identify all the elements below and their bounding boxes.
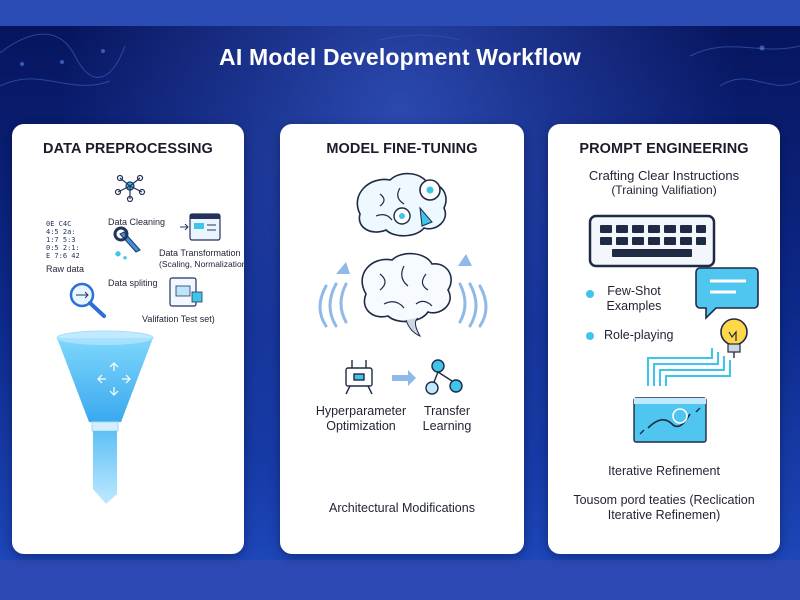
flow-lines — [647, 348, 731, 386]
data-preprocessing-card: DATA PREPROCESSING — [12, 124, 244, 554]
transform-window-icon — [180, 213, 221, 241]
subtitle-label: Crafting Clear Instructions — [588, 168, 740, 183]
data-transformation-label: Data Transformation — [159, 248, 241, 258]
keyboard-icon — [588, 214, 716, 268]
role-playing-label: Role-playing — [604, 328, 674, 342]
scaling-label: (Scaling, Normalization) — [159, 259, 244, 269]
wrench-icon — [113, 226, 141, 260]
funnel-icon — [56, 330, 154, 504]
flow-arrow-icon — [392, 370, 416, 386]
transfer-learning-icon — [425, 359, 463, 395]
model-fine-tuning-card: MODEL FINE-TUNING — [280, 124, 524, 554]
iterative-refinement-label: Iterative Refinement — [608, 464, 720, 478]
brain-gears-icon — [356, 172, 447, 237]
magnifier-icon — [69, 282, 106, 318]
chat-bubble-icon — [695, 267, 759, 320]
prompt-engineering-card: PROMPT ENGINEERING — [548, 124, 780, 554]
architectural-label: Architectural Modifications — [329, 501, 475, 515]
radiating-waves — [318, 282, 488, 328]
few-shot-label: Few-Shot Examples — [606, 284, 662, 313]
model-fine-tuning-illustration — [318, 172, 488, 395]
lightbulb-icon — [720, 318, 748, 358]
data-preprocessing-illustration — [56, 174, 221, 504]
page-title: AI Model Development Workflow — [219, 44, 581, 70]
card-heading: MODEL FINE-TUNING — [326, 141, 478, 157]
card-heading: PROMPT ENGINEERING — [579, 141, 749, 157]
few-shot-bullet — [586, 290, 594, 298]
data-splitting-label: Data spliting — [108, 278, 158, 288]
brain-icon — [361, 252, 452, 337]
data-cleaning-label: Data Cleaning — [108, 217, 166, 227]
footer-label: Tousom pord teaties (Reclication Iterati… — [573, 493, 755, 522]
raw-data-glyphs: 0E C4C 4:5 2a: 1:7 5:3 0:5 2:1: E 7:6 42 — [46, 220, 80, 260]
refinement-screen-icon — [633, 397, 707, 443]
background-decoration — [0, 33, 800, 87]
document-icon — [169, 277, 203, 307]
hyperparameter-label: Hyperparameter Optimization — [315, 404, 407, 433]
validation-label: Valifation Test set) — [142, 314, 215, 324]
arrow-icons — [336, 254, 472, 274]
card-heading: DATA PREPROCESSING — [43, 141, 213, 157]
bottom-band — [0, 560, 800, 600]
hyperparameter-icon — [345, 360, 373, 395]
transfer-learning-label: Transfer Learning — [422, 404, 472, 433]
role-playing-bullet — [586, 332, 594, 340]
network-icon — [114, 174, 146, 203]
subtitle-secondary-label: (Training Valifiation) — [611, 183, 717, 197]
raw-data-label: Raw data — [46, 264, 85, 274]
prompt-engineering-illustration — [588, 214, 759, 443]
